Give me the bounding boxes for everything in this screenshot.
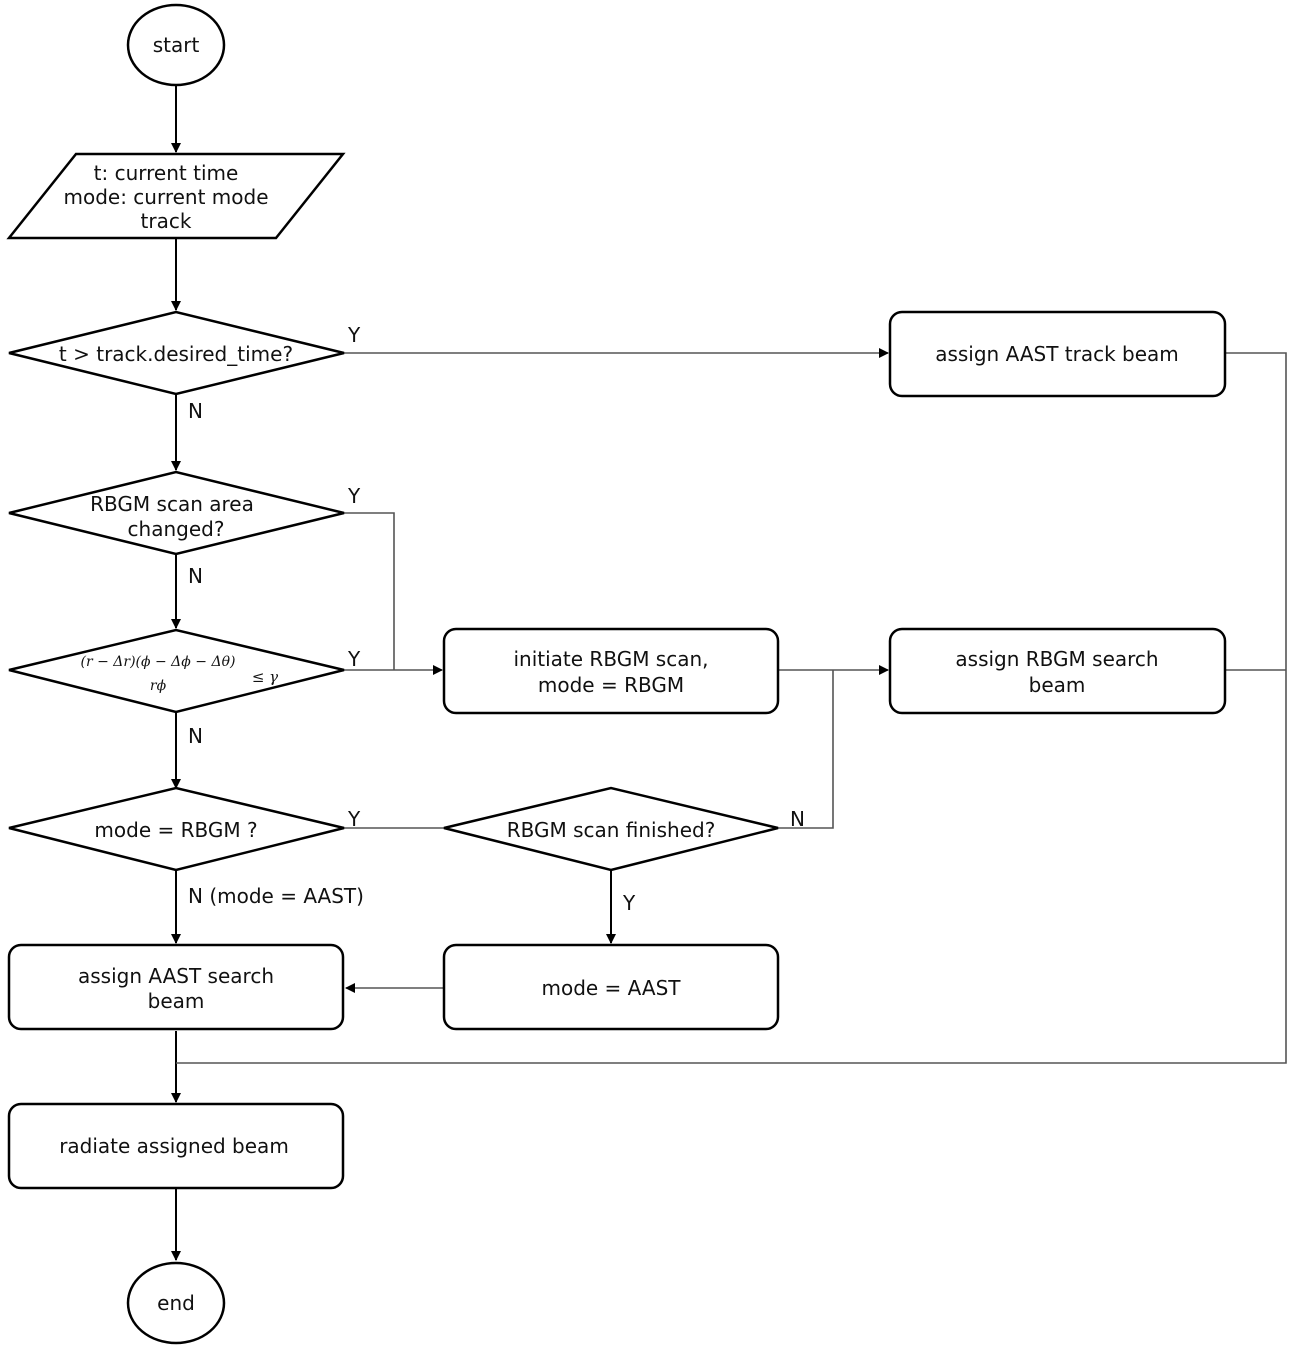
process-mode-aast: mode = AAST [442, 943, 780, 1031]
label-formula-no: N [188, 724, 203, 748]
label-track-time-no: N [188, 399, 203, 423]
start-label: start [153, 33, 200, 57]
process-assign-rbgm-search-line-1: assign RBGM search [955, 647, 1158, 671]
process-assign-aast-search: assign AAST search beam [7, 943, 345, 1031]
input-line-2: mode: current mode [63, 185, 268, 209]
label-scan-finished-no: N [790, 807, 805, 831]
decision-track-time: t > track.desired_time? [8, 310, 345, 396]
decision-scan-area: RBGM scan area changed? [8, 470, 345, 556]
decision-scan-finished: RBGM scan finished? [443, 786, 779, 872]
decision-mode-rbgm-label: mode = RBGM ? [94, 818, 257, 842]
decision-mode-rbgm: mode = RBGM ? [8, 786, 345, 872]
process-assign-aast-track-label: assign AAST track beam [935, 342, 1179, 366]
input-line-1: t: current time [94, 161, 239, 185]
label-formula-yes: Y [347, 647, 361, 671]
label-mode-rbgm-yes: Y [347, 807, 361, 831]
formula-denominator: rϕ [150, 678, 167, 694]
end-node: end [126, 1261, 226, 1345]
process-radiate: radiate assigned beam [7, 1102, 345, 1190]
decision-scan-finished-label: RBGM scan finished? [507, 818, 716, 842]
edge-labels: Y N Y N Y N Y N (mode = AAST) N Y [188, 323, 805, 915]
process-initiate-rbgm: initiate RBGM scan, mode = RBGM [442, 627, 780, 715]
decision-formula: (r − Δr)(ϕ − Δϕ − Δθ) rϕ ≤ γ [8, 628, 345, 714]
start-node: start [126, 3, 226, 87]
process-initiate-rbgm-line-2: mode = RBGM [538, 673, 684, 697]
edge-aast-track-return [176, 352, 1287, 1064]
process-radiate-label: radiate assigned beam [59, 1134, 289, 1158]
label-scan-area-yes: Y [347, 484, 361, 508]
process-assign-rbgm-search: assign RBGM search beam [888, 627, 1227, 715]
connectors [171, 86, 1287, 1261]
process-assign-aast-search-line-1: assign AAST search [78, 964, 274, 988]
end-label: end [157, 1291, 195, 1315]
process-assign-rbgm-search-line-2: beam [1029, 673, 1086, 697]
decision-scan-area-line-2: changed? [128, 517, 225, 541]
label-track-time-yes: Y [347, 323, 361, 347]
edge-scan-area-yes [344, 512, 395, 670]
formula-relation: ≤ γ [252, 668, 278, 686]
decision-scan-area-line-1: RBGM scan area [90, 492, 254, 516]
input-line-3: track [141, 209, 192, 233]
input-node: t: current time mode: current mode track [6, 152, 346, 240]
edge-scan-finished-no [778, 670, 834, 829]
decision-track-time-label: t > track.desired_time? [59, 342, 293, 366]
label-scan-area-no: N [188, 564, 203, 588]
label-mode-rbgm-no: N (mode = AAST) [188, 884, 364, 908]
formula-numerator: (r − Δr)(ϕ − Δϕ − Δθ) [81, 654, 236, 670]
process-assign-aast-track: assign AAST track beam [888, 310, 1227, 398]
process-mode-aast-label: mode = AAST [541, 976, 681, 1000]
process-initiate-rbgm-line-1: initiate RBGM scan, [513, 647, 708, 671]
label-scan-finished-yes: Y [622, 891, 636, 915]
process-assign-aast-search-line-2: beam [148, 989, 205, 1013]
